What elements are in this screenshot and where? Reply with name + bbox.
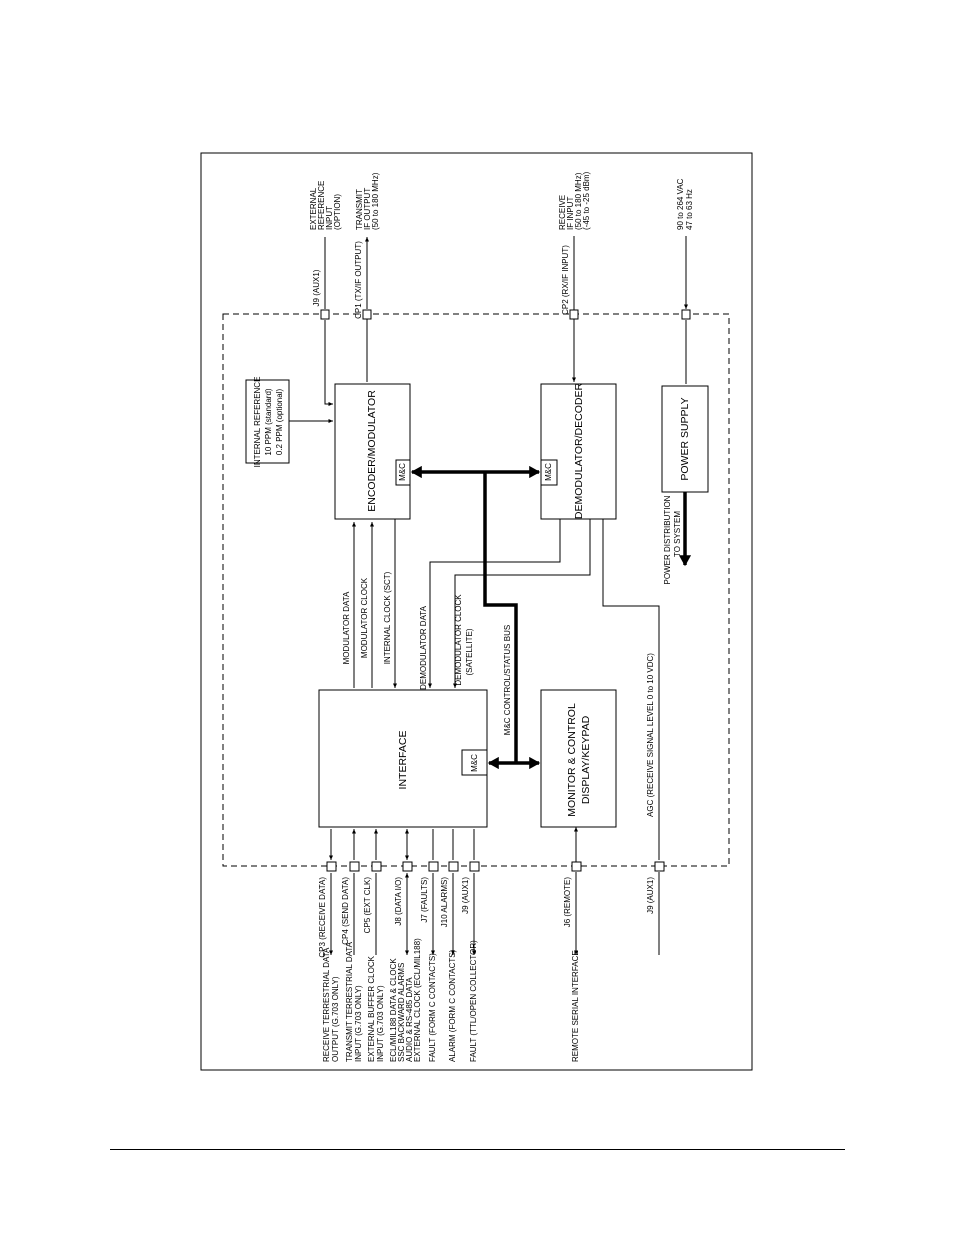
ttl-fault-desc: FAULT (TTL/OPEN COLLECTOR) (469, 940, 478, 1062)
encoder-mc-label: M&C (398, 463, 407, 481)
interface-block (318, 689, 488, 828)
bottom-port-label-7: J9 (AUX1) (461, 877, 470, 914)
data-io-desc-1: ECL/MIL188 DATA & CLOCK (389, 958, 398, 1062)
rx-if-desc-4: (-45 to -25 dBm) (582, 171, 591, 230)
ac-input-desc-1: 90 to 264 VAC (676, 178, 685, 230)
interface-mc-box (461, 749, 488, 776)
ext-ref-desc-1: EXTERNAL (309, 187, 318, 230)
tx-if-desc-3: (50 to 180 MHz) (371, 172, 380, 230)
rx-if-desc-1: RECEIVE (558, 195, 567, 230)
rx-if-desc-3: (50 to 180 MHz) (574, 172, 583, 230)
bottom-port-label-1: CP3 (RECEIVE DATA) (318, 877, 327, 958)
rx-data-desc-2: OUTPUT (G.703 ONLY) (331, 976, 340, 1062)
rx-data-desc-1: RECEIVE TERRESTRIAL DATA (322, 947, 331, 1062)
alarms-desc: ALARM (FORM C CONTACTS) (448, 949, 457, 1062)
bottom-port-label-4: J8 (DATA I/O) (394, 877, 403, 926)
ext-clk-desc-1: EXTERNAL BUFFER CLOCK (367, 955, 376, 1062)
encoder-modulator-block (334, 383, 411, 520)
rx-if-desc-2: IF INPUT (566, 197, 575, 230)
monitor-control-line-1: MONITOR & CONTROL (566, 703, 578, 817)
demodulator-clock-label: DEMODULATOR CLOCK (454, 594, 463, 686)
monitor-control-block (540, 689, 617, 828)
tx-if-desc-1: TRANSMIT (355, 189, 364, 230)
encoder-modulator-label: ENCODER/MODULATOR (366, 390, 378, 512)
demodulator-mc-box (540, 459, 558, 486)
diagram-frame (200, 152, 753, 1071)
internal-reference-line-3: 0.2 PPM (optional) (275, 389, 284, 456)
power-distribution-line-2: TO SYSTEM (673, 511, 682, 557)
bottom-port-label-9: J9 (AUX1) (646, 877, 655, 914)
data-io-desc-3: AUDIO & RS-485 DATA (405, 977, 414, 1062)
mc-bus-label: M&C CONTROL/STATUS BUS (503, 625, 512, 735)
top-port-label-3: CP2 (RX/IF INPUT) (561, 245, 570, 315)
ext-ref-desc-3: INPUT (325, 206, 334, 230)
internal-signals (289, 236, 688, 955)
bottom-port-label-6: J10 ALARMS) (440, 877, 449, 928)
tx-data-desc-1: TRANSMIT TERRESTRIAL DATA (345, 941, 354, 1062)
bottom-port-label-2: CP4 (SEND DATA) (341, 877, 350, 945)
bottom-connectors (326, 861, 665, 872)
mc-bus (410, 465, 541, 770)
remote-desc: REMOTE SERIAL INTERFACE (571, 950, 580, 1062)
internal-reference-block (245, 379, 290, 464)
tx-data-desc-2: INPUT (G.703 ONLY) (354, 985, 363, 1062)
bottom-port-label-5: J7 (FAULTS) (420, 877, 429, 923)
interface-mc-label: M&C (470, 754, 479, 772)
data-io-desc-2: SSC BACKWARD ALARMS (397, 963, 406, 1062)
internal-reference-line-2: 10 PPM (standard) (264, 388, 273, 455)
ext-ref-desc-4: (OPTION) (333, 194, 342, 230)
top-port-label-1: J9 (AUX1) (312, 269, 321, 306)
bottom-port-lines (329, 829, 476, 955)
ac-input-desc-2: 47 to 63 Hz (685, 189, 694, 230)
demodulator-decoder-label: DEMODULATOR/DECODER (573, 383, 585, 520)
bottom-port-label-3: CP5 (EXT CLK) (363, 877, 372, 934)
tx-if-desc-2: IF OUTPUT (363, 188, 372, 230)
ext-clk-desc-2: INPUT (G.703 ONLY) (376, 985, 385, 1062)
faults-desc: FAULT (FORM C CONTACTS) (428, 953, 437, 1062)
monitor-control-line-2: DISPLAY/KEYPAD (580, 715, 592, 804)
bottom-port-label-8: J6 (REMOTE) (563, 877, 572, 928)
top-port-label-2: CP1 (TX/IF OUTPUT) (354, 241, 363, 319)
interface-label: INTERFACE (397, 731, 409, 790)
power-distribution-line-1: POWER DISTRIBUTION (663, 495, 672, 584)
agc-label: AGC (RECEIVE SIGNAL LEVEL 0 to 10 VDC) (646, 653, 655, 817)
demodulator-mc-label: M&C (544, 463, 553, 481)
demodulator-data-label: DEMODULATOR DATA (419, 605, 428, 690)
footer-rule (110, 1149, 845, 1150)
top-connectors (320, 309, 691, 320)
demodulator-decoder-block (540, 383, 617, 520)
encoder-mc-box (395, 459, 411, 486)
demodulator-clock-sub-label: (SATELLITE) (465, 628, 474, 675)
modulator-data-label: MODULATOR DATA (342, 591, 351, 664)
internal-reference-line-1: INTERNAL REFERENCE (253, 377, 262, 468)
modulator-clock-label: MODULATOR CLOCK (360, 577, 369, 658)
data-io-desc-4: EXTERNAL CLOCK (ECL/MIL188) (413, 938, 422, 1062)
internal-clock-label: INTERNAL CLOCK (SCT) (383, 571, 392, 664)
ext-ref-desc-2: REFERENCE (317, 181, 326, 230)
power-supply-label: POWER SUPPLY (679, 397, 691, 480)
